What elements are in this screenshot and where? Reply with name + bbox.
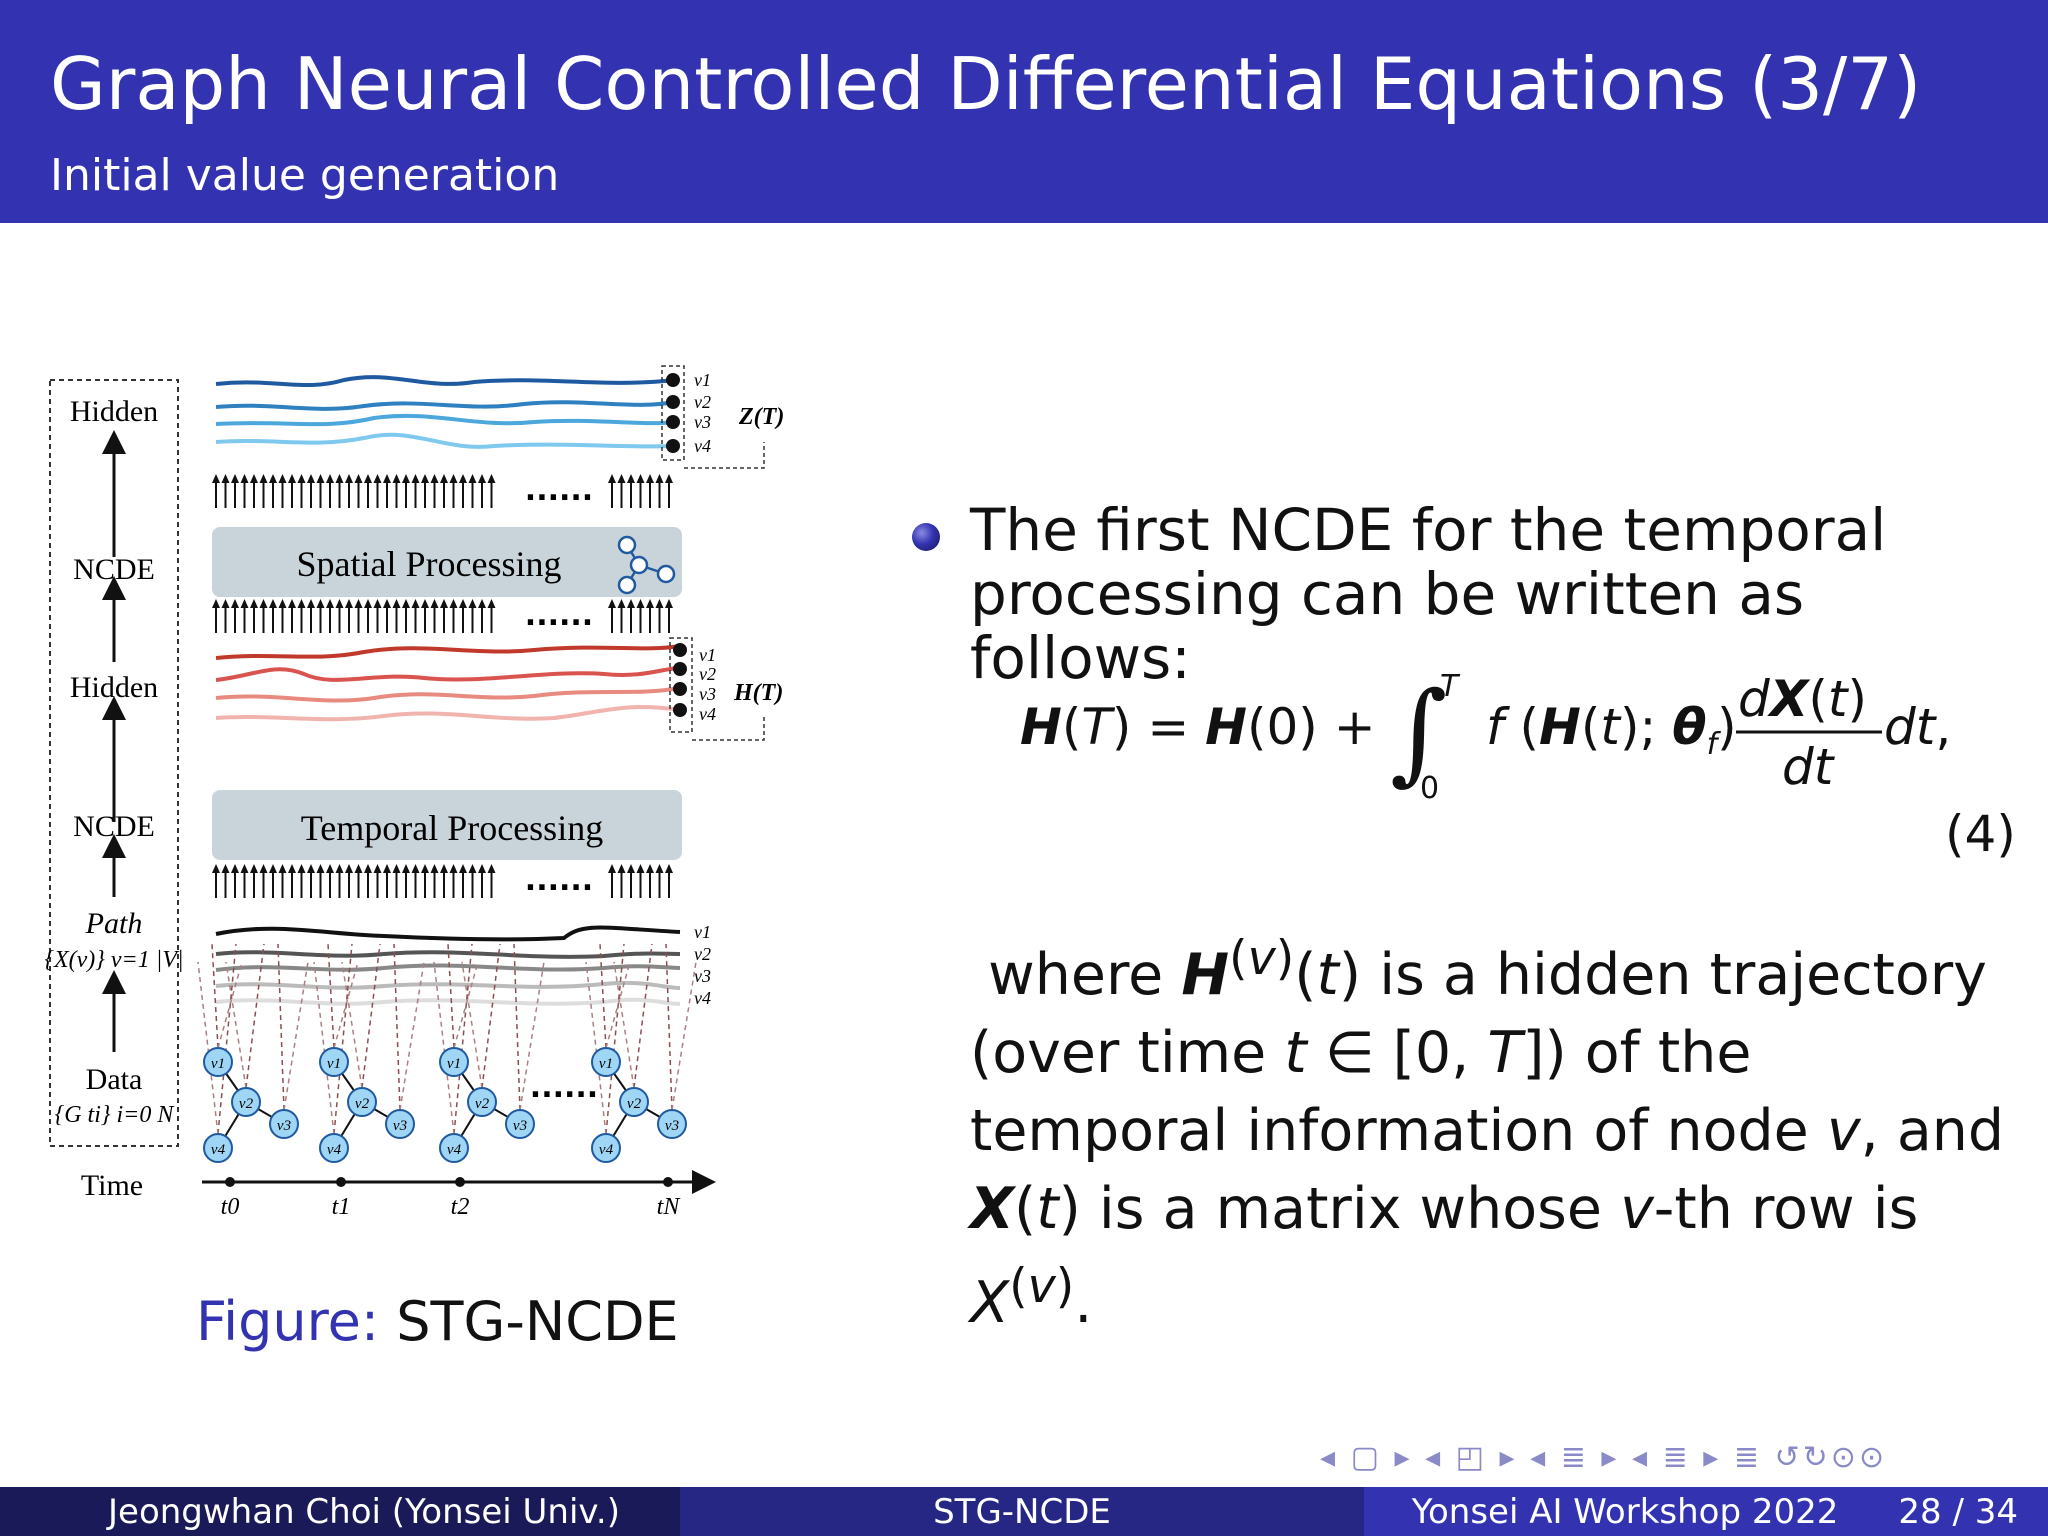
svg-text:∫: ∫ xyxy=(1390,668,1447,796)
label-time: Time xyxy=(81,1169,143,1202)
tick-tN: tN xyxy=(657,1194,682,1220)
footer-venue: Yonsei AI Workshop 2022 xyxy=(1411,1491,1839,1532)
graph-node-label: v2 xyxy=(475,1096,490,1112)
graph-node-label: v4 xyxy=(599,1142,614,1158)
where-paragraph: where H(v)(t) is a hidden trajectory (ov… xyxy=(970,931,2005,1336)
label-data: Data xyxy=(86,1063,143,1096)
hidden-trajectories-top xyxy=(215,375,675,449)
caption-text: STG-NCDE xyxy=(396,1290,679,1353)
graph-node-label: v4 xyxy=(447,1142,462,1158)
path-node-v1: v1 xyxy=(694,922,711,942)
footer-author: Jeongwhan Choi (Yonsei Univ.) xyxy=(108,1491,620,1532)
temporal-processing-block xyxy=(212,790,682,860)
tick-t2: t2 xyxy=(451,1194,470,1220)
where-p5: is a matrix whose xyxy=(1098,1176,1602,1242)
top-node-v2: v2 xyxy=(694,392,711,412)
ellipsis-3: ...... xyxy=(525,863,593,898)
where-p1: where xyxy=(988,942,1164,1008)
hidden-trajectories-mid xyxy=(215,644,681,722)
where-p4: , and xyxy=(1860,1098,2005,1164)
graph-node-label: v3 xyxy=(513,1118,527,1134)
svg-text:f (H(t); θf): f (H(t); θf) xyxy=(1486,698,1737,762)
path-math: {X(v)} v=1 |V| xyxy=(44,947,183,973)
where-p6: -th row is xyxy=(1653,1176,1919,1242)
graph-node-label: v1 xyxy=(211,1056,225,1072)
path-node-v3: v3 xyxy=(694,966,711,986)
caption-label: Figure: xyxy=(196,1290,380,1353)
mid-node-v1: v1 xyxy=(699,645,716,665)
slide-footer: Jeongwhan Choi (Yonsei Univ.) STG-NCDE Y… xyxy=(0,1487,2048,1536)
equation-4: H(T) = H(0) + ∫ T 0 f (H(t); θf) dX(t) d… xyxy=(1020,660,1960,822)
path-node-v2: v2 xyxy=(694,944,711,964)
graph-node-label: v1 xyxy=(447,1056,461,1072)
footer-page-number: 28 / 34 xyxy=(1898,1491,2018,1532)
ellipsis-4: ...... xyxy=(530,1070,598,1105)
path-curves xyxy=(215,925,681,1006)
arrow-rows xyxy=(212,474,673,898)
graph-node-label: v4 xyxy=(211,1142,226,1158)
slide-subtitle: Initial value generation xyxy=(50,150,560,201)
equation-svg: H(T) = H(0) + ∫ T 0 f (H(t); θf) dX(t) d… xyxy=(1020,668,1951,806)
figure-caption: Figure: STG-NCDE xyxy=(196,1290,679,1353)
graph-path-links xyxy=(197,943,697,1135)
equation-number: (4) xyxy=(1945,805,2016,863)
mid-node-v4: v4 xyxy=(699,704,716,724)
graph-node-label: v3 xyxy=(393,1118,407,1134)
slide-title: Graph Neural Controlled Differential Equ… xyxy=(50,42,1922,126)
graph-node-label: v2 xyxy=(239,1096,254,1112)
label-ncde-top: NCDE xyxy=(73,553,155,586)
graph-icon xyxy=(617,535,676,595)
svg-text:H(T) = H(0) +: H(T) = H(0) + xyxy=(1020,698,1376,756)
graph-node-label: v4 xyxy=(327,1142,342,1158)
temporal-processing-label: Temporal Processing xyxy=(301,808,603,848)
tick-t1: t1 xyxy=(332,1194,351,1220)
stg-ncde-diagram: Hidden NCDE Hidden NCDE Path {X(v)} v=1 … xyxy=(44,365,784,1220)
graph-node-label: v2 xyxy=(627,1096,642,1112)
output-z: Z(T) xyxy=(738,404,784,430)
label-column-box xyxy=(49,379,179,1147)
footer-short-title: STG-NCDE xyxy=(933,1491,1111,1532)
label-path: Path xyxy=(85,907,143,940)
top-node-v1: v1 xyxy=(694,370,711,390)
where-p3: ) of the temporal information of node xyxy=(970,1020,1809,1164)
tick-t0: t0 xyxy=(221,1194,240,1220)
label-ncde-bottom: NCDE xyxy=(73,810,155,843)
path-node-v4: v4 xyxy=(694,988,711,1008)
label-hidden-top: Hidden xyxy=(70,395,158,428)
graph-node-label: v3 xyxy=(277,1118,291,1134)
mid-node-v2: v2 xyxy=(699,664,716,684)
graph-node-label: v2 xyxy=(355,1096,370,1112)
label-hidden-mid: Hidden xyxy=(70,671,158,704)
graph-snapshots: v1 v2 v3 v4 v1 v2 v3 v4 v1 v2 v3 v4 v1 v2 v3 v4 xyxy=(203,1047,687,1163)
where-p2: is a hidden trajectory (over time xyxy=(970,942,1987,1086)
beamer-navigation-controls[interactable]: ◂ ▢ ▸ ◂ ◰ ▸ ◂ ≣ ▸ ◂ ≣ ▸ ≣ ↺↻⊙⊙ xyxy=(1320,1440,1888,1475)
spatial-processing-label: Spatial Processing xyxy=(297,544,562,584)
ellipsis-2: ...... xyxy=(525,598,593,633)
slide-header: Graph Neural Controlled Differential Equ… xyxy=(0,0,2048,223)
graph-node-label: v1 xyxy=(327,1056,341,1072)
svg-text:T: T xyxy=(1440,669,1461,704)
output-h: H(T) xyxy=(733,680,783,706)
spatial-processing-block xyxy=(212,527,682,597)
svg-text:dt: dt xyxy=(1782,738,1836,796)
top-node-v4: v4 xyxy=(694,436,711,456)
ellipsis-1: ...... xyxy=(525,473,593,508)
graph-node-label: v1 xyxy=(599,1056,613,1072)
mid-node-v3: v3 xyxy=(699,684,716,704)
bullet-text: The first NCDE for the temporal processi… xyxy=(970,496,1887,692)
top-node-v3: v3 xyxy=(694,412,711,432)
svg-text:dX(t): dX(t) xyxy=(1738,670,1867,728)
stg-ncde-figure: Hidden NCDE Hidden NCDE Path {X(v)} v=1 … xyxy=(44,362,804,1242)
data-math: {G ti} i=0 N xyxy=(55,1102,176,1128)
graph-node-label: v3 xyxy=(665,1118,679,1134)
svg-text:dt,: dt, xyxy=(1884,698,1951,756)
bullet-icon xyxy=(912,523,940,551)
svg-text:0: 0 xyxy=(1420,771,1439,806)
